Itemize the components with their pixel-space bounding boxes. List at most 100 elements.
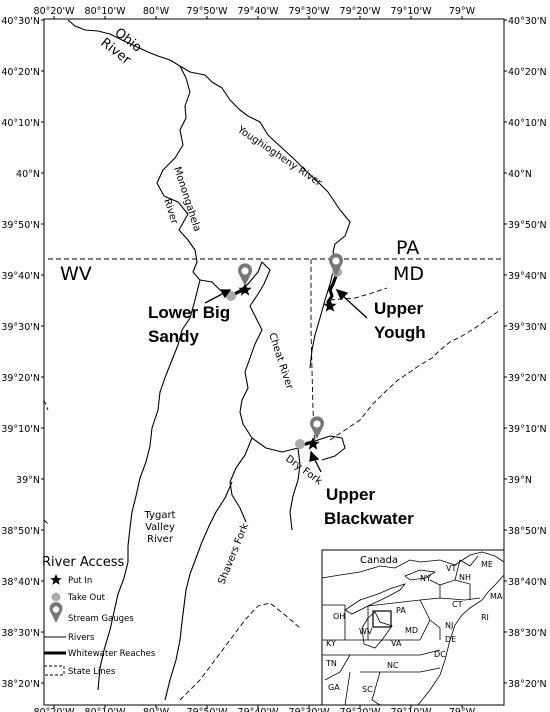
lat-label: 39°10'N bbox=[508, 424, 547, 435]
legend-take-out-label: Take Out bbox=[67, 593, 106, 603]
lat-label: 38°50'N bbox=[1, 526, 40, 537]
lat-label: 39°20'N bbox=[1, 373, 40, 384]
river-label-tygart: Valley bbox=[145, 522, 175, 533]
md-wv-west-line bbox=[310, 259, 316, 443]
lon-label: 80°W bbox=[143, 6, 170, 17]
legend-put-in-label: Put In bbox=[68, 576, 92, 586]
inset-label: ME bbox=[481, 560, 493, 569]
legend-take-out-icon bbox=[51, 592, 61, 602]
lat-label: 39°10'N bbox=[1, 424, 40, 435]
arrow-upper-yough bbox=[342, 295, 368, 319]
annotation-arrows bbox=[204, 288, 368, 473]
inset-label: RI bbox=[481, 613, 489, 622]
river-label-cheat: Cheat River bbox=[266, 332, 295, 392]
lat-label: 39°50'N bbox=[1, 220, 40, 231]
river-label-tygart: Tygart bbox=[144, 510, 176, 521]
lat-label: 38°40'N bbox=[1, 577, 40, 588]
lat-label: 38°40'N bbox=[508, 577, 547, 588]
state-label-wv: WV bbox=[60, 263, 92, 285]
legend-title: River Access bbox=[42, 555, 125, 570]
put-in-star-icon bbox=[238, 283, 252, 296]
arrowhead-icon bbox=[335, 288, 349, 301]
legend-put-in-star-icon bbox=[50, 574, 62, 585]
lat-label: 40°N bbox=[508, 169, 532, 180]
river-label-tygart: River bbox=[147, 534, 174, 545]
inset-coast bbox=[417, 574, 505, 706]
inset-label: SC bbox=[362, 685, 373, 694]
arrowhead-icon bbox=[309, 450, 320, 462]
take-out-marker bbox=[226, 291, 236, 301]
reach-label-upper-blackwater: Blackwater bbox=[324, 509, 414, 528]
lat-labels-left: 40°30'N 40°20'N 40°10'N 40°N 39°50'N 39°… bbox=[1, 16, 40, 690]
gauge-pin-icon bbox=[329, 253, 343, 276]
legend-whitewater-label: Whitewater Reaches bbox=[68, 649, 156, 659]
inset-lake-erie bbox=[344, 583, 407, 615]
lon-label: 79°10'W bbox=[391, 6, 433, 17]
cheat-tributary-1 bbox=[229, 437, 253, 523]
inset-label: CT bbox=[452, 600, 463, 609]
lat-label: 40°N bbox=[16, 169, 40, 180]
lat-label: 39°30'N bbox=[1, 322, 40, 333]
lat-label: 38°50'N bbox=[508, 526, 547, 537]
stream-gauge-markers bbox=[238, 253, 343, 439]
inset-wv-outline bbox=[361, 611, 393, 649]
inset-label: KY bbox=[326, 639, 336, 648]
gauge-pin-icon bbox=[238, 263, 252, 286]
lon-label: 80°20'W bbox=[34, 707, 76, 712]
blackwater-river bbox=[297, 435, 346, 461]
gauge-pin-icon bbox=[310, 416, 324, 439]
south-branch bbox=[309, 283, 331, 369]
inset-label: WV bbox=[359, 627, 373, 636]
dry-fork bbox=[289, 447, 301, 531]
lon-label: 79°10'W bbox=[391, 707, 433, 712]
inset-label: NY bbox=[420, 574, 431, 583]
inset-canada-border bbox=[321, 551, 505, 579]
lat-labels-right: 40°30'N 40°20'N 40°10'N 40°N 39°50'N 39°… bbox=[508, 16, 547, 690]
lat-label: 38°20'N bbox=[1, 679, 40, 690]
put-in-star-icon bbox=[306, 437, 320, 450]
inset-label: PA bbox=[396, 606, 406, 615]
lat-label: 39°40'N bbox=[1, 271, 40, 282]
inset-label: NH bbox=[459, 573, 471, 582]
put-in-markers bbox=[238, 283, 337, 450]
put-in-star-icon bbox=[323, 299, 337, 312]
lon-label: 79°40'W bbox=[238, 707, 280, 712]
inset-label: VA bbox=[391, 639, 402, 648]
lat-label: 40°20'N bbox=[1, 67, 40, 78]
lon-labels-bottom: 80°20'W 80°10'W 80°W 79°50'W 79°40'W 79°… bbox=[34, 707, 476, 712]
lat-label: 38°30'N bbox=[1, 628, 40, 639]
inset-label: MD bbox=[405, 626, 418, 635]
legend-state-lines-swatch bbox=[43, 665, 65, 676]
take-out-marker bbox=[295, 439, 305, 449]
inset-label: NJ bbox=[445, 621, 453, 630]
ohio-river bbox=[67, 19, 181, 67]
lat-label: 39°50'N bbox=[508, 220, 547, 231]
reach-label-lower-big-sandy: Sandy bbox=[148, 327, 200, 346]
wv-va-line bbox=[329, 309, 501, 441]
lat-label: 39°20'N bbox=[508, 373, 547, 384]
lon-label: 80°10'W bbox=[85, 6, 127, 17]
monongahela-river bbox=[156, 65, 233, 297]
inset-state-borders bbox=[322, 555, 481, 706]
lat-label: 40°20'N bbox=[508, 67, 547, 78]
lon-label: 80°10'W bbox=[85, 707, 127, 712]
legend-state-lines-label: State Lines bbox=[68, 667, 116, 677]
lon-label: 79°30'W bbox=[289, 6, 331, 17]
reach-label-upper-yough: Upper bbox=[374, 299, 424, 318]
inset-label: DC bbox=[434, 650, 446, 659]
legend-rivers-label: Rivers bbox=[68, 633, 95, 643]
lon-label: 79°20'W bbox=[340, 6, 382, 17]
lon-label: 80°20'W bbox=[34, 6, 76, 17]
inset-label: VT bbox=[446, 564, 456, 573]
legend: River Access Put In Take Out Stream Gaug… bbox=[42, 555, 156, 677]
state-label-pa: PA bbox=[396, 237, 419, 259]
lon-label: 79°W bbox=[449, 707, 476, 712]
inset-lake-ontario bbox=[404, 569, 437, 581]
lat-label: 39°40'N bbox=[508, 271, 547, 282]
inset-label: Canada bbox=[360, 555, 398, 566]
river-label-shavers: Shavers Fork bbox=[217, 522, 252, 586]
river-label-youghiogheny: Youghiogheny River bbox=[234, 124, 324, 190]
lon-labels-top: 80°20'W 80°10'W 80°W 79°50'W 79°40'W 79°… bbox=[34, 6, 476, 17]
lat-label: 39°N bbox=[16, 475, 40, 486]
